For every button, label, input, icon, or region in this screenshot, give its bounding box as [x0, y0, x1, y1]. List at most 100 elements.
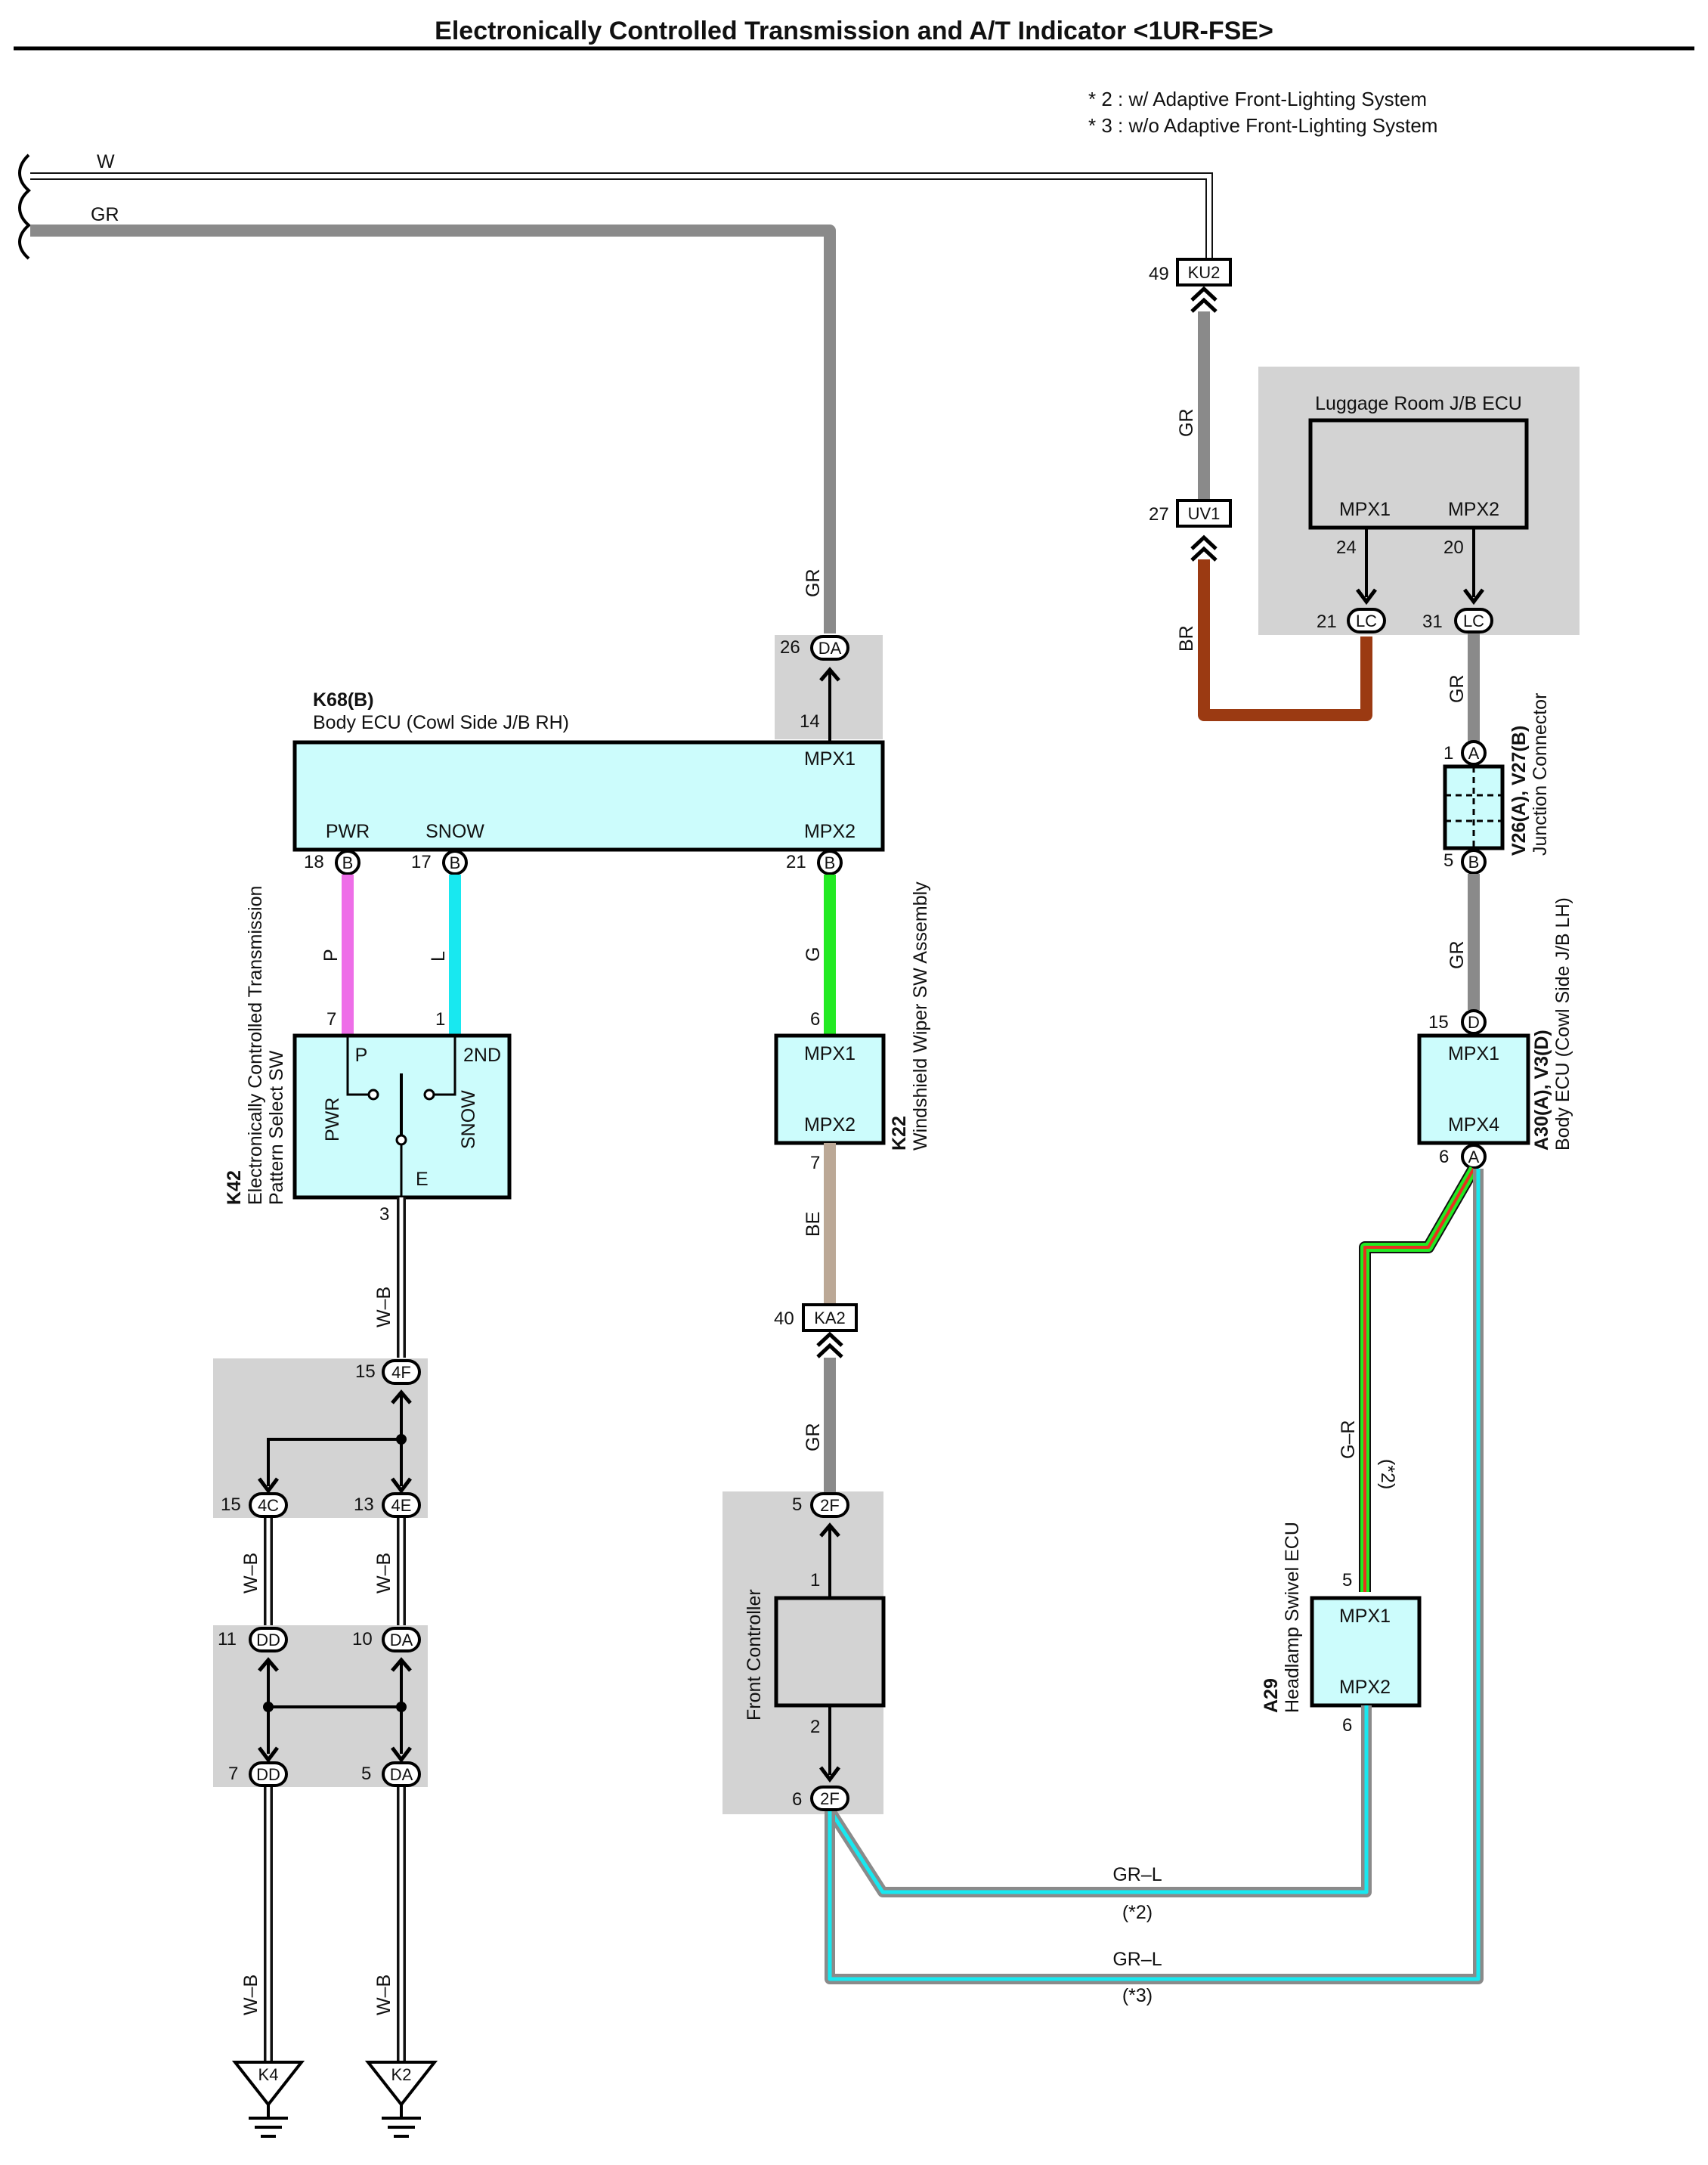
pin-b-21: 21	[786, 852, 806, 872]
pin-k42-1: 1	[435, 1009, 445, 1030]
k42-name-line2: Pattern Select SW	[266, 1050, 287, 1205]
wire-label-gr-jc: GR	[1447, 941, 1468, 970]
luggage-jb-ecu-box	[1308, 418, 1529, 530]
connector-k68-b17	[442, 850, 468, 875]
connector-a30-a-label: A	[1468, 1148, 1480, 1166]
wire-splice-4c	[267, 1438, 401, 1486]
pin-da-10: 10	[352, 1629, 373, 1649]
wire-w-top	[30, 174, 1211, 260]
pin-14: 14	[800, 711, 820, 732]
connector-ka2	[802, 1303, 858, 1332]
pin-jc-5: 5	[1443, 850, 1453, 871]
connector-lc-21	[1347, 608, 1386, 633]
wire-label-p: P	[320, 949, 342, 962]
a29-name: Headlamp Swivel ECU	[1282, 1522, 1303, 1713]
connector-4c	[249, 1492, 288, 1518]
pin-4e-13: 13	[354, 1494, 374, 1515]
wire-gr-star2-outline	[1359, 1166, 1479, 1592]
pin-d-15: 15	[1428, 1012, 1449, 1033]
wire-label-wb-2: W–B	[240, 1553, 261, 1594]
connector-ku2	[1176, 258, 1232, 286]
luggage-jb-title: Luggage Room J/B ECU	[1315, 393, 1522, 414]
junction-connector-name: Junction Connector	[1530, 693, 1551, 856]
wire-grl-star2-outline	[825, 1705, 1372, 1897]
k42-common-contact	[395, 1134, 407, 1146]
front-controller-box	[774, 1596, 886, 1708]
connector-dd-11	[249, 1627, 288, 1652]
wire-label-gr-star2-note: (*2)	[1377, 1459, 1398, 1489]
pin-uv1-27: 27	[1149, 504, 1169, 525]
wire-grl-star2	[828, 1705, 1369, 1894]
connector-da-5-arrow	[391, 1746, 412, 1764]
k22-wiper-sw-box	[774, 1033, 886, 1145]
connector-4e-arrow	[391, 1477, 412, 1494]
pin-da-5: 5	[361, 1764, 371, 1784]
connector-4c-arrow	[258, 1477, 279, 1494]
connector-dd-11-label: DD	[256, 1631, 280, 1649]
diagram-title: Electronically Controlled Transmission a…	[435, 17, 1273, 45]
k42-pwr-label: PWR	[322, 1098, 343, 1141]
k68-body-ecu-box	[292, 740, 885, 852]
connector-uv1	[1176, 499, 1232, 528]
wire-label-l: L	[428, 951, 449, 962]
connector-da-10-label: DA	[390, 1631, 413, 1649]
wire-break-mark	[18, 153, 32, 260]
pin-20: 20	[1443, 537, 1464, 558]
connector-2f-6-label: 2F	[820, 1789, 840, 1808]
connector-ku2-arrow	[1190, 286, 1218, 313]
connector-ka2-label: KA2	[814, 1309, 846, 1327]
wire-label-grl-star2-note: (*2)	[1122, 1902, 1153, 1923]
wire-label-be: BE	[803, 1212, 824, 1237]
connector-4e-label: 4E	[391, 1496, 412, 1515]
connector-dd-7-label: DD	[256, 1765, 280, 1784]
connector-jc-a-label: A	[1468, 744, 1480, 763]
wire-gr-star2	[1360, 1166, 1478, 1592]
connector-k68-b18-label: B	[342, 853, 354, 872]
wire-w-top-outline	[30, 172, 1213, 260]
a29-headlamp-swivel-ecu-box	[1310, 1596, 1422, 1708]
splice-da	[396, 1702, 407, 1712]
pin-b-18: 18	[304, 852, 324, 872]
pin-dd-11: 11	[218, 1629, 237, 1649]
connector-jc-a	[1461, 740, 1487, 766]
connector-k68-b18	[335, 850, 360, 875]
connector-4f-label: 4F	[391, 1363, 411, 1382]
k22-mpx1-label: MPX1	[804, 1043, 856, 1064]
wire-label-wb-5: W–B	[373, 1975, 395, 2015]
pin-2f-5: 5	[792, 1494, 802, 1515]
pin-fc-1: 1	[810, 1570, 820, 1590]
pin-k42-7: 7	[326, 1009, 336, 1030]
pin-ka2-40: 40	[774, 1309, 794, 1329]
ground-k2-label: K2	[391, 2065, 412, 2084]
connector-uv1-arrow	[1190, 534, 1218, 562]
wire-label-grl-star3-note: (*3)	[1122, 1985, 1153, 2006]
wire-label-gr-star2: G–R	[1338, 1420, 1359, 1459]
pin-k42-3: 3	[379, 1204, 389, 1225]
wire-label-grl-star3: GR–L	[1112, 1949, 1162, 1970]
a29-code: A29	[1261, 1678, 1282, 1713]
pin-fc-2: 2	[810, 1717, 820, 1737]
wire-grl-star3	[828, 1169, 1481, 1981]
k68-code: K68(B)	[313, 689, 374, 711]
k42-p-label: P	[355, 1045, 368, 1066]
a29-mpx2-label: MPX2	[1339, 1677, 1391, 1698]
pin-dd-7: 7	[228, 1764, 238, 1784]
k68-snow-label: SNOW	[425, 821, 484, 842]
wire-gr-star2-tracer	[1363, 1168, 1475, 1592]
connector-4e	[382, 1492, 421, 1518]
connector-a30-d-label: D	[1468, 1013, 1480, 1032]
pin-da-26: 26	[780, 637, 800, 658]
k22-mpx2-label: MPX2	[804, 1114, 856, 1135]
junction-connector-code: V26(A), V27(B)	[1508, 726, 1530, 856]
connector-ku2-label: KU2	[1188, 263, 1221, 282]
pin-b-17: 17	[411, 852, 432, 872]
k42-e-label: E	[416, 1169, 429, 1190]
k42-snow-label: SNOW	[458, 1090, 479, 1149]
connector-da-5-label: DA	[390, 1765, 413, 1784]
connector-da-26	[810, 635, 849, 661]
pin-4f-15: 15	[355, 1361, 376, 1382]
wire-label-gr-top: GR	[91, 204, 119, 225]
wire-label-gr-mid: GR	[803, 569, 824, 598]
pin-24: 24	[1336, 537, 1357, 558]
a30-mpx1-label: MPX1	[1448, 1043, 1499, 1064]
